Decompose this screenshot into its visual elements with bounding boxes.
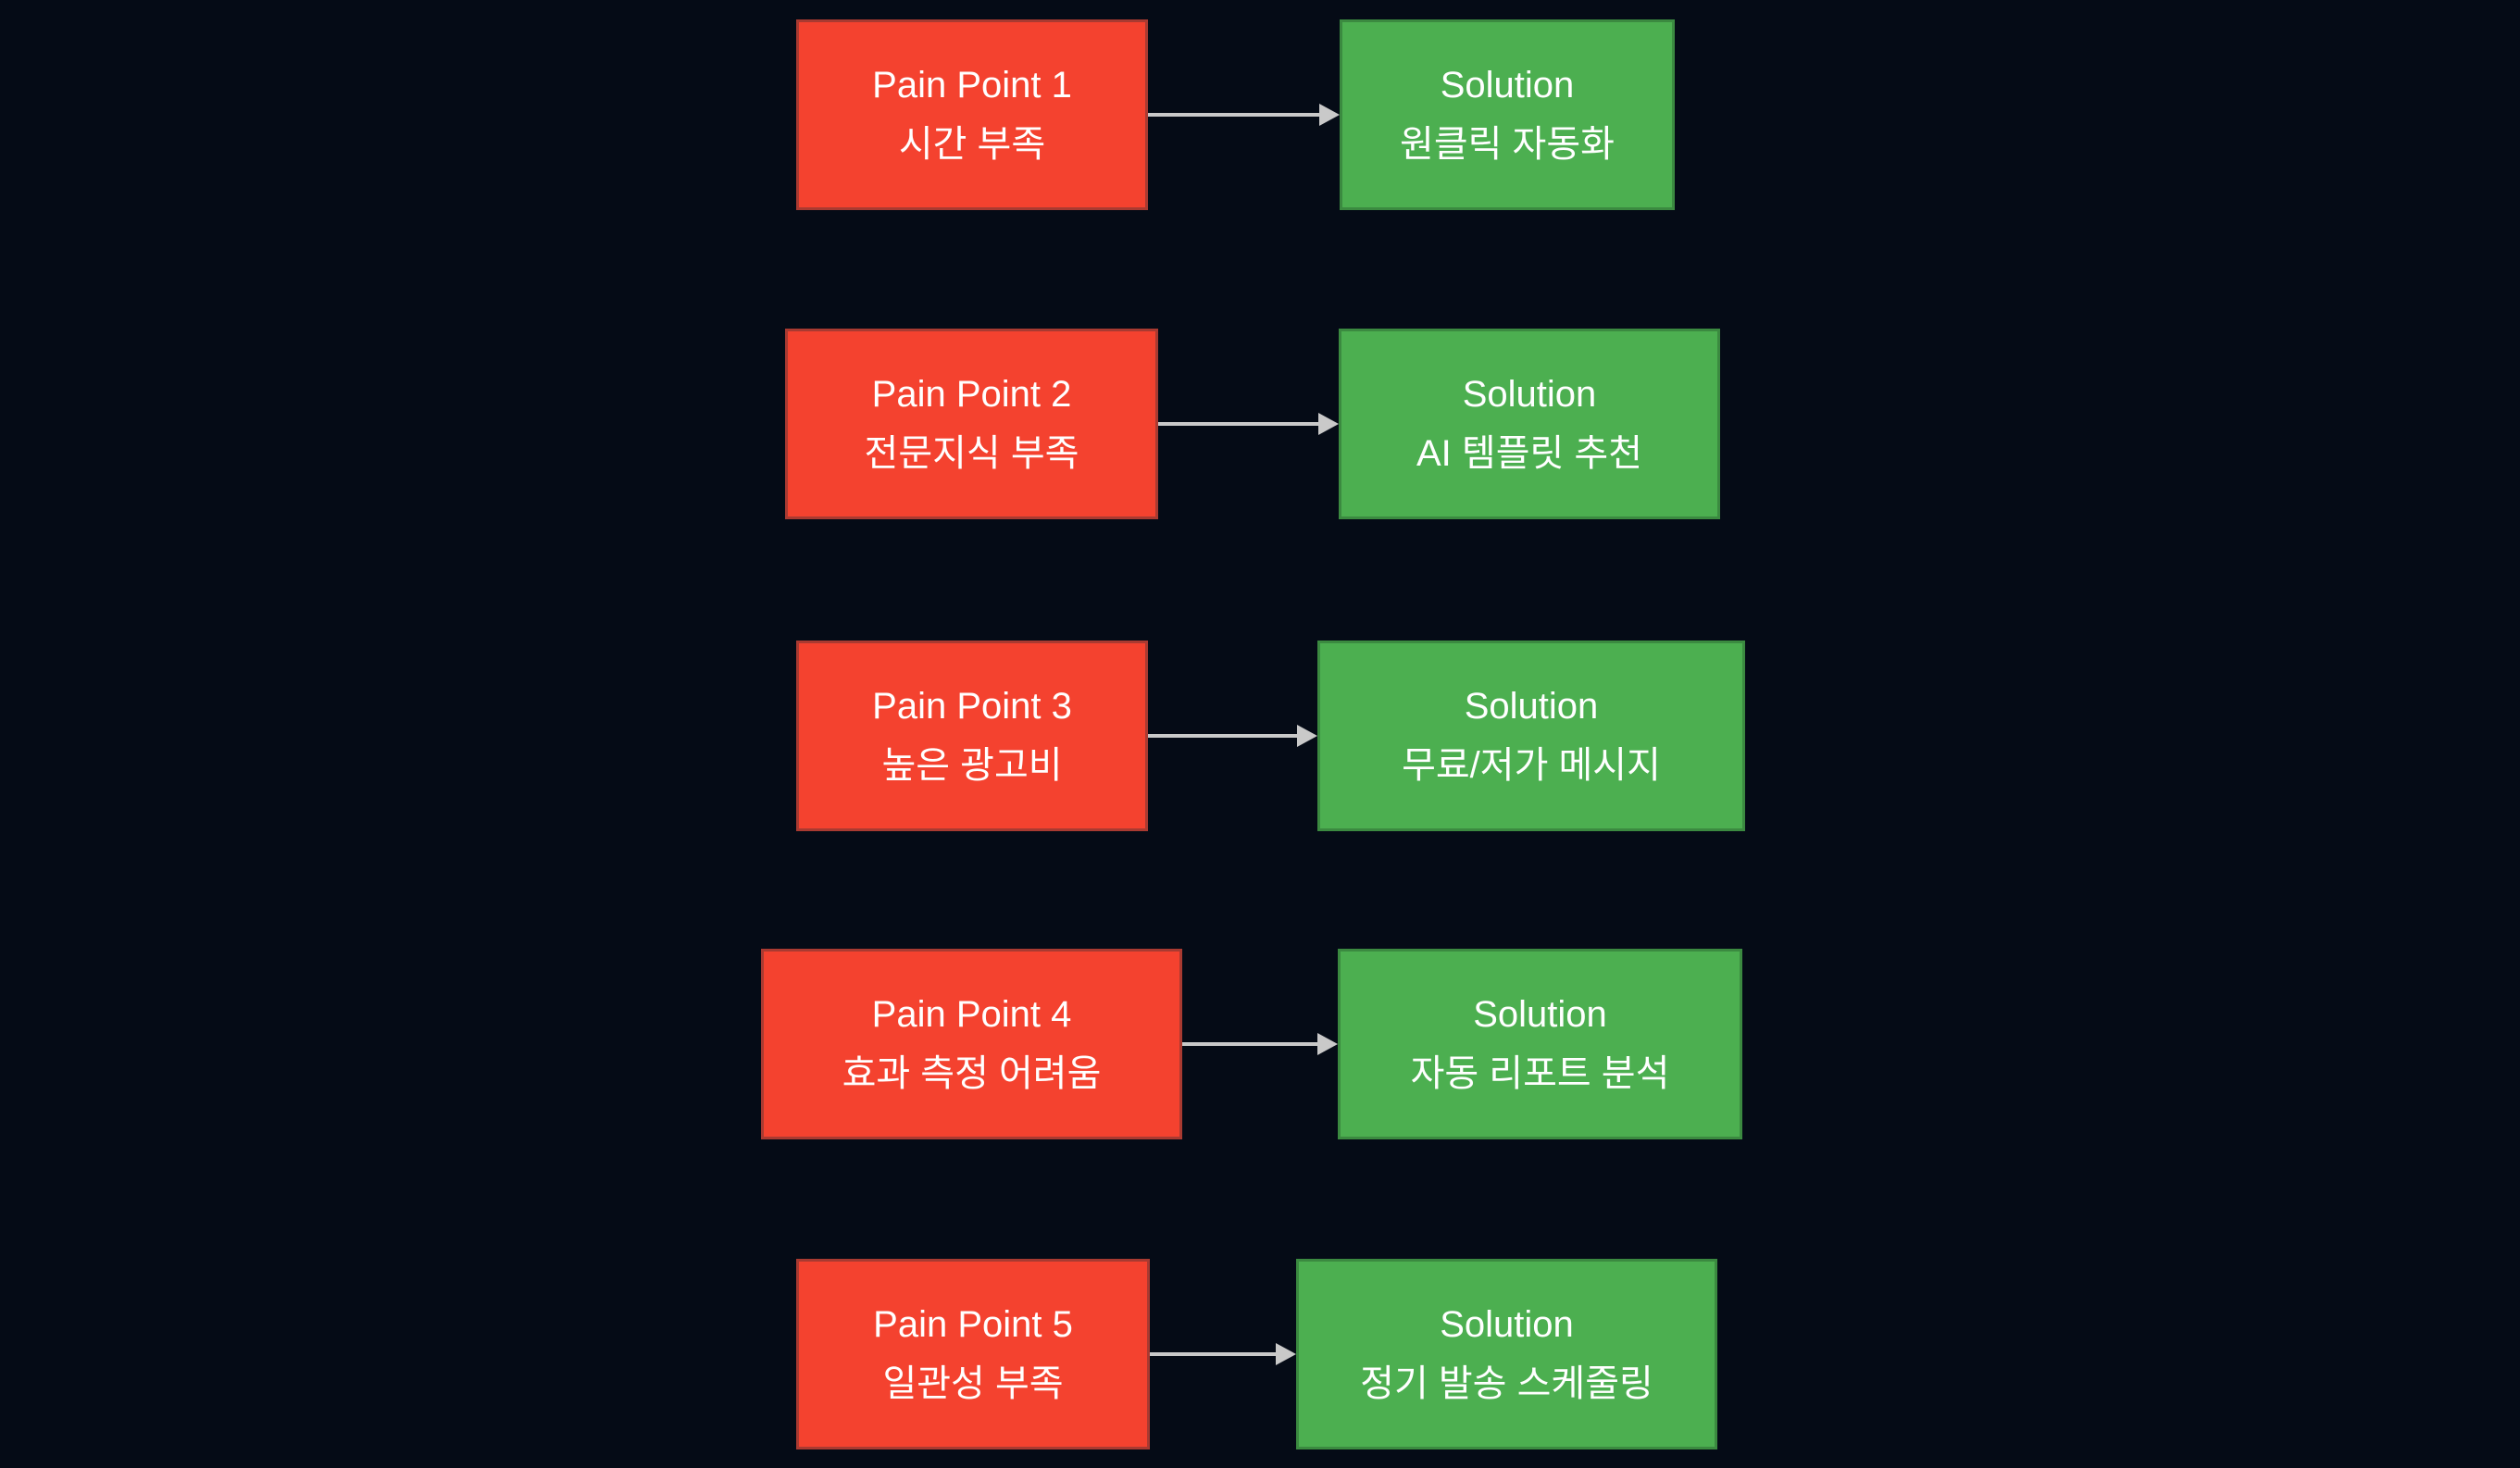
pain-point-box-1: Pain Point 1 시간 부족 xyxy=(796,19,1148,210)
arrow-line xyxy=(1150,1352,1281,1356)
solution-title: Solution xyxy=(1462,374,1597,415)
arrow-line xyxy=(1148,113,1325,117)
pain-point-subtitle: 전문지식 부족 xyxy=(864,433,1079,474)
arrow-line xyxy=(1148,734,1303,738)
pain-point-box-2: Pain Point 2 전문지식 부족 xyxy=(785,329,1158,519)
solution-title: Solution xyxy=(1473,994,1607,1035)
arrow-line xyxy=(1182,1042,1323,1046)
arrow-head-icon xyxy=(1317,1033,1338,1055)
solution-subtitle: 무료/저가 메시지 xyxy=(1402,745,1661,786)
arrow-connector-4 xyxy=(1182,1033,1338,1055)
pain-point-box-3: Pain Point 3 높은 광고비 xyxy=(796,641,1148,831)
arrow-line xyxy=(1158,422,1324,426)
solution-box-4: Solution 자동 리포트 분석 xyxy=(1338,949,1742,1139)
arrow-head-icon xyxy=(1318,413,1339,435)
arrow-connector-5 xyxy=(1150,1343,1296,1365)
pain-point-title: Pain Point 3 xyxy=(872,686,1072,727)
pain-point-subtitle: 효과 측정 어려움 xyxy=(842,1053,1102,1094)
arrow-head-icon xyxy=(1276,1343,1296,1365)
solution-box-2: Solution AI 템플릿 추천 xyxy=(1339,329,1720,519)
solution-title: Solution xyxy=(1440,65,1575,106)
arrow-head-icon xyxy=(1297,725,1317,747)
pain-point-title: Pain Point 4 xyxy=(871,994,1072,1035)
pain-point-title: Pain Point 1 xyxy=(872,65,1072,106)
pain-point-box-4: Pain Point 4 효과 측정 어려움 xyxy=(761,949,1182,1139)
solution-box-1: Solution 원클릭 자동화 xyxy=(1340,19,1675,210)
arrow-connector-2 xyxy=(1158,413,1339,435)
solution-box-5: Solution 정기 발송 스케줄링 xyxy=(1296,1259,1717,1449)
solution-title: Solution xyxy=(1440,1304,1574,1345)
solution-subtitle: 원클릭 자동화 xyxy=(1400,124,1615,165)
solution-subtitle: 자동 리포트 분석 xyxy=(1410,1053,1670,1094)
arrow-connector-1 xyxy=(1148,104,1340,126)
solution-subtitle: 정기 발송 스케줄링 xyxy=(1360,1363,1653,1404)
pain-point-box-5: Pain Point 5 일관성 부족 xyxy=(796,1259,1150,1449)
pain-point-subtitle: 일관성 부족 xyxy=(882,1363,1064,1404)
pain-point-title: Pain Point 2 xyxy=(871,374,1072,415)
solution-subtitle: AI 템플릿 추천 xyxy=(1416,433,1643,474)
pain-point-subtitle: 높은 광고비 xyxy=(881,745,1063,786)
solution-title: Solution xyxy=(1464,686,1599,727)
arrow-head-icon xyxy=(1319,104,1340,126)
pain-point-subtitle: 시간 부족 xyxy=(898,124,1046,165)
arrow-connector-3 xyxy=(1148,725,1317,747)
solution-box-3: Solution 무료/저가 메시지 xyxy=(1317,641,1745,831)
pain-point-title: Pain Point 5 xyxy=(873,1304,1073,1345)
